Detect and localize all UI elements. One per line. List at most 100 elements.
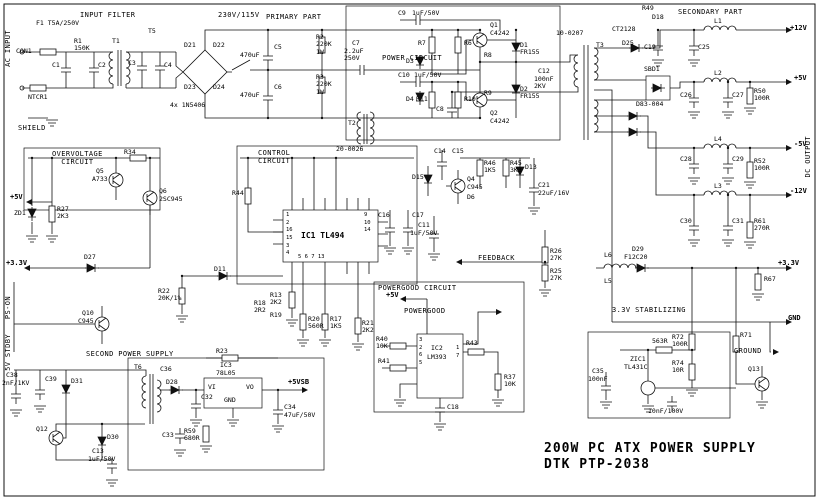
label-r21: R21 2K2 (362, 319, 374, 335)
label-d29-part: F12C20 (624, 253, 648, 261)
label-c10-val: 1uF/50V (414, 71, 442, 79)
label-c38: C38 (6, 371, 18, 379)
label-q1-part: C4242 (490, 29, 510, 37)
label-r27: R27 2K3 (57, 205, 69, 221)
label-c31: C31 (732, 217, 744, 225)
powergood-output-label: POWERGOOD (404, 307, 446, 315)
label-r50: R50 100R (754, 87, 770, 103)
label-d6: D6 (467, 193, 475, 201)
label-r72: R72 100R (672, 333, 688, 349)
output-plus5: +5V (794, 74, 807, 82)
label-q1: Q1 (490, 21, 498, 29)
label-c27: C27 (732, 91, 744, 99)
label-r8: R8 (484, 51, 492, 59)
section-secondary-part: SECONDARY PART (678, 8, 743, 16)
label-t6: T6 (134, 363, 142, 371)
label-r49: R49 (642, 4, 654, 12)
label-r25: R25 27K (550, 267, 562, 283)
label-r45: R45 3K3 (510, 159, 522, 175)
label-r41: R41 (378, 357, 390, 365)
label-r20: R20 560R (308, 315, 324, 331)
label-ntcr1: NTCR1 (28, 93, 48, 101)
label-f1: F1 T5A/250V (36, 19, 80, 27)
label-r6: R6 (464, 39, 472, 47)
label-d31: D31 (71, 377, 83, 385)
label-c35: C35 (592, 367, 604, 375)
ic3-part: 78L05 (216, 369, 236, 377)
ic3-ref: IC3 (220, 361, 232, 369)
rail-plus5-ovp: +5V (10, 193, 23, 201)
label-r37: R37 10K (504, 373, 516, 389)
label-bridge-note: 4x 1N5406 (170, 101, 206, 109)
label-c21: C21 (538, 181, 550, 189)
label-c25: C25 (698, 43, 710, 51)
label-t1: T1 (112, 37, 120, 45)
label-d15: D15 (412, 173, 424, 181)
label-q2: Q2 (490, 109, 498, 117)
ic2-part: LM393 (427, 353, 447, 361)
section-stabilizing: 3.3V STABILIZING (612, 306, 686, 314)
label-d22: D22 (213, 41, 225, 49)
label-q10: Q10 (82, 309, 94, 317)
label-c4: C4 (164, 61, 172, 69)
section-voltage-switch: 230V/115V (218, 11, 260, 19)
label-t3: T3 (596, 41, 604, 49)
label-d29: D29 (632, 245, 644, 253)
label-c8: C8 (436, 105, 444, 113)
label-c38-val: 2nF/1KV (2, 379, 30, 387)
label-c9-val: 1uF/50V (412, 9, 440, 17)
label-c17: C17 (412, 211, 424, 219)
label-r22: R22 20K/1% (158, 287, 182, 303)
label-ct: CT2128 (612, 25, 636, 33)
label-r18: R18 2R2 (254, 299, 266, 315)
label-c11-val: 1uF/50V (410, 229, 438, 237)
ic1-label: IC1 TL494 (301, 231, 345, 240)
label-d4: D4 (406, 95, 414, 103)
label-r26: R26 27K (550, 247, 562, 263)
label-c12: C12 (538, 67, 550, 75)
label-d25: D25 (622, 39, 634, 47)
zic1-part: TL431C (624, 363, 648, 371)
section-primary-part: PRIMARY PART (266, 13, 322, 21)
ic3-pin-gnd: GND (224, 396, 236, 404)
label-zd1: ZD1 (14, 209, 26, 217)
section-input-filter: INPUT FILTER (80, 11, 136, 19)
label-l4: L4 (714, 135, 722, 143)
label-r2: R2 220K 1W (316, 33, 332, 56)
label-c13-val: 1uF/50V (88, 455, 116, 463)
label-c35-val: 100nF (588, 375, 608, 383)
label-l5: L5 (604, 277, 612, 285)
label-r70: 563R (652, 337, 668, 345)
label-c5-val: 470uF (240, 51, 260, 59)
label-c29: C29 (732, 155, 744, 163)
label-d27: D27 (84, 253, 96, 261)
shield-label: SHIELD (18, 124, 46, 132)
ground-label: GROUND (734, 347, 762, 355)
label-c9: C9 (398, 9, 406, 17)
label-d24: D24 (213, 83, 225, 91)
rail-plus3v3-ovp: +3.3V (6, 259, 28, 267)
label-sbd1: SBD1 (644, 65, 660, 73)
label-c37-val: 10nF/100V (648, 407, 684, 415)
label-c21-val: 22uF/16V (538, 189, 570, 197)
output-plus3v3: +3.3V (778, 259, 800, 267)
label-q6: Q6 (159, 187, 167, 195)
label-c36: C36 (160, 365, 172, 373)
label-c6-val: 470uF (240, 91, 260, 99)
label-c1: C1 (52, 61, 60, 69)
label-q12: Q12 (36, 425, 48, 433)
label-sbd1-part: D83-004 (636, 100, 664, 108)
label-r17: R17 1K5 (330, 315, 342, 331)
section-second-power-supply: SECOND POWER SUPPLY (86, 350, 174, 358)
label-t2-part: 20-0026 (336, 145, 364, 153)
ac-input-label: AC INPUT (4, 30, 12, 67)
label-c10: C10 (398, 71, 410, 79)
label-r61: R61 270R (754, 217, 770, 233)
output-plus12: +12V (790, 24, 807, 32)
schematic-title: 200W PC ATX POWER SUPPLY (544, 441, 756, 456)
label-r10: R10 (464, 95, 476, 103)
section-overvoltage-circuit: OVERVOLTAGE CIRCUIT (52, 150, 103, 167)
label-q4-part: C945 (467, 183, 483, 191)
ic1-pins-left: 1 2 16 15 3 4 (286, 212, 293, 257)
